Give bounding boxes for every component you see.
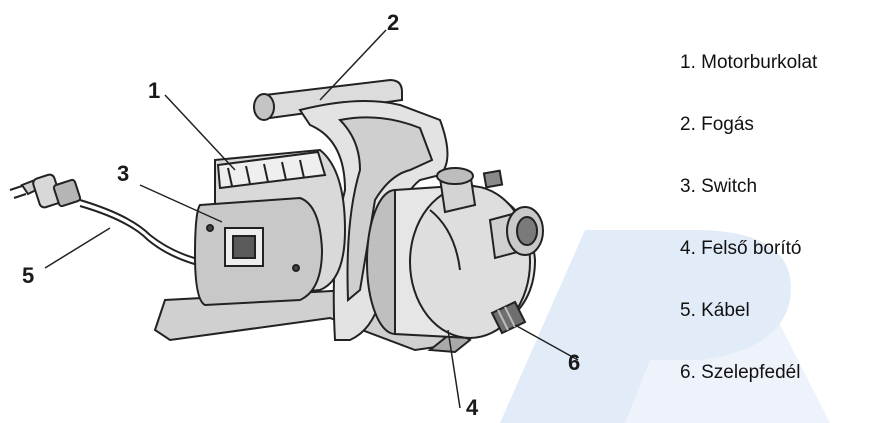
legend-item-handle: 2. Fogás <box>680 114 754 135</box>
cable <box>79 199 211 269</box>
switch-box <box>193 196 324 307</box>
legend-item-valve-cap: 6. Szelepfedél <box>680 362 801 383</box>
callout-5: 5 <box>22 263 35 288</box>
legend-item-switch: 3. Switch <box>680 176 758 197</box>
plug <box>9 173 82 209</box>
watermark-logo <box>500 230 830 423</box>
callout-2: 2 <box>387 10 400 35</box>
callout-3: 3 <box>117 161 130 186</box>
legend-item-motor-cover: 1. Motorburkolat <box>680 52 818 73</box>
legend-item-upper-cover: 4. Felső borító <box>680 238 802 259</box>
top-outlet <box>436 167 504 214</box>
leader-lines <box>44 29 579 409</box>
callout-1: 1 <box>148 78 161 103</box>
front-outlet <box>488 206 544 260</box>
legend-item-cable: 5. Kábel <box>680 300 750 321</box>
parts-legend: 1. Motorburkolat 2. Fogás 3. Switch 4. F… <box>680 48 817 420</box>
callout-4: 4 <box>466 395 479 420</box>
handle <box>253 78 403 121</box>
callout-6: 6 <box>568 350 581 375</box>
